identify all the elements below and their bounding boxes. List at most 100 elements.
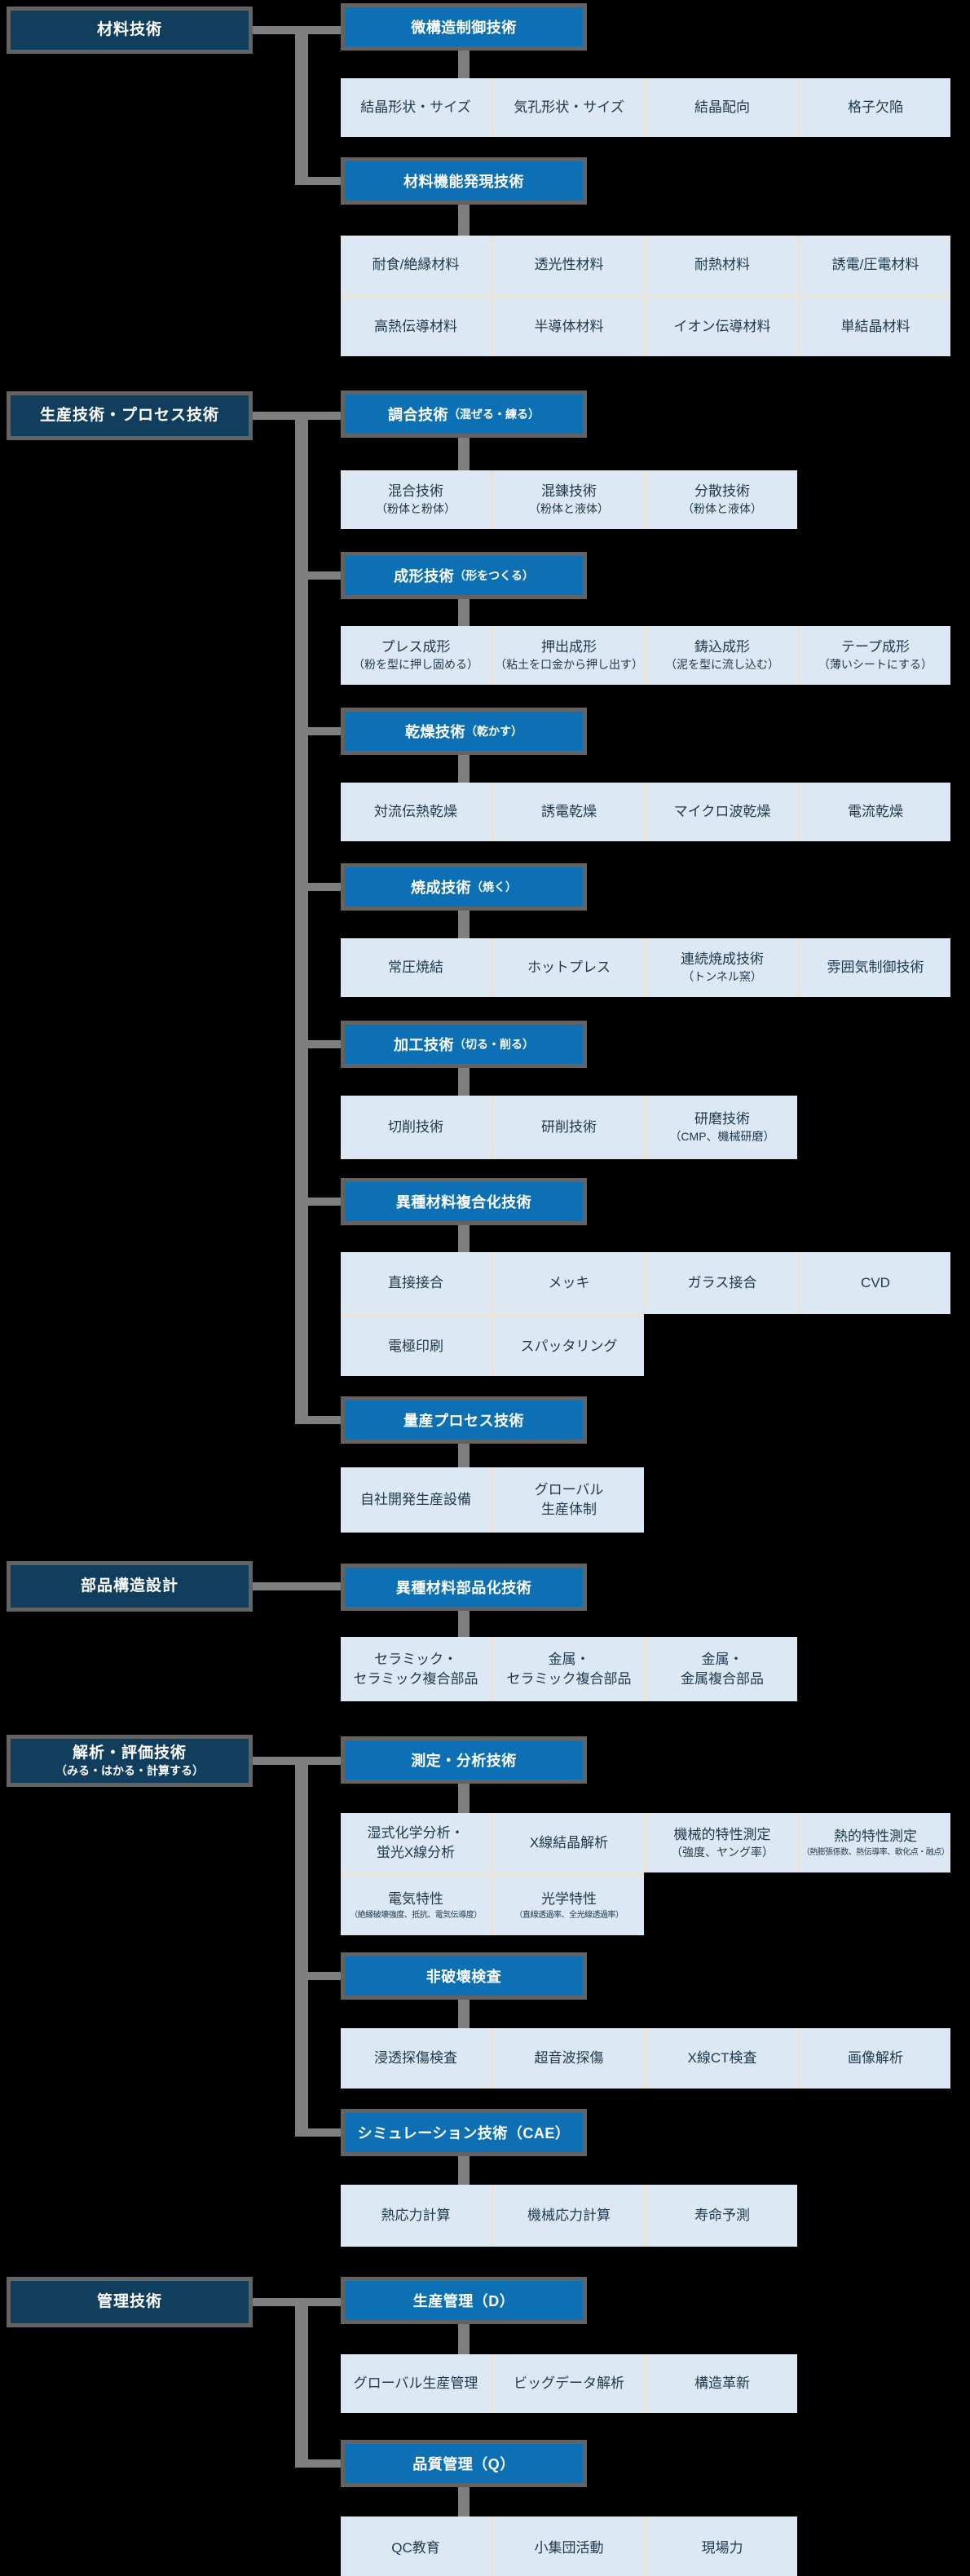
header-label: シミュレーション技術（CAE） (357, 2125, 571, 2142)
item-cell-label: 結晶形状・サイズ (360, 99, 471, 116)
item-cell: 単結晶材料 (800, 298, 950, 356)
item-row: QC教育小集団活動現場力 (341, 2516, 797, 2576)
item-cell: 半導体材料 (494, 298, 644, 356)
item-row: 自社開発生産設備グローバル生産体制 (341, 1467, 644, 1533)
header-label-paren: （焼く） (471, 880, 517, 893)
item-cell: 研磨技術（CMP、機械研磨） (647, 1096, 797, 1159)
item-cell: 電極印刷 (341, 1317, 491, 1376)
connector-header-items (458, 1066, 470, 1102)
item-cell-label: 雰囲気制御技術 (827, 959, 924, 976)
side-box-materials: 材料技術 (7, 7, 253, 54)
item-cell: 誘電/圧電材料 (800, 236, 950, 294)
connector-header-items (458, 203, 470, 242)
item-cell: 光学特性（直線透過率、全光線透過率） (494, 1876, 644, 1935)
item-cell: 機械的特性測定 （強度、ヤング率） (647, 1813, 797, 1872)
item-cell-label: CVD (861, 1275, 890, 1291)
item-cell: 混合技術（粉体と粉体） (341, 470, 491, 529)
header-label-paren: （切る・削る） (454, 1038, 534, 1051)
item-cell-label: （粉体と液体） (682, 502, 762, 516)
connector-header-items (458, 598, 470, 633)
item-row: 耐食/絶縁材料透光性材料耐熱材料誘電/圧電材料 (341, 236, 950, 294)
item-cell: X線CT検査 (647, 2028, 797, 2089)
header-label: 異種材料部品化技術 (395, 1580, 532, 1596)
header-box-mixing: 調合技術（混ぜる・練る） (341, 390, 587, 438)
item-cell-label: 連続焼成技術 (681, 951, 764, 968)
item-cell-label: 自社開発生産設備 (360, 1492, 471, 1508)
item-cell-label: X線結晶解析 (529, 1834, 609, 1850)
item-cell: 常圧焼結 (341, 938, 491, 997)
item-cell-label: （トンネル窯） (682, 970, 762, 984)
item-cell: 浸透探傷検査 (341, 2028, 491, 2089)
item-cell-label: 研磨技術 (694, 1111, 750, 1127)
item-row: 電極印刷スパッタリング (341, 1317, 644, 1376)
connector-stub (295, 1416, 341, 1424)
item-row: 結晶形状・サイズ気孔形状・サイズ結晶配向格子欠陥 (341, 78, 950, 137)
side-box-analysis-evaluation: 解析・評価技術（みる・はかる・計算する） (7, 1735, 253, 1787)
item-cell: 雰囲気制御技術 (800, 938, 950, 997)
item-cell: 誘電乾燥 (494, 783, 644, 841)
header-box-production-management: 生産管理（D） (341, 2277, 587, 2324)
item-cell: 鋳込成形（泥を型に流し込む） (647, 626, 797, 685)
header-label: 品質管理（Q） (412, 2456, 515, 2472)
item-cell-label: グローバル (534, 1482, 604, 1498)
item-cell-label: 金属複合部品 (681, 1670, 764, 1687)
connector-stub (295, 2128, 341, 2137)
item-cell-label: テープ成形 (841, 639, 910, 655)
item-cell-label: 機械的特性測定 (673, 1826, 771, 1842)
item-cell: テープ成形（薄いシートにする） (800, 626, 950, 685)
item-cell-label: 現場力 (701, 2540, 743, 2556)
item-cell: ビッグデータ解析 (494, 2354, 644, 2413)
item-cell-label: セラミック・ (374, 1651, 457, 1667)
item-cell-label: （直線透過率、全光線透過率） (514, 1910, 624, 1920)
item-cell-label: （強度、ヤング率） (671, 1845, 774, 1859)
item-cell: セラミック・セラミック複合部品 (341, 1637, 491, 1701)
item-cell-label: 常圧焼結 (388, 959, 443, 976)
connector-header-items (458, 909, 470, 945)
header-box-firing: 焼成技術（焼く） (341, 863, 587, 911)
item-cell: 金属・セラミック複合部品 (494, 1637, 644, 1701)
item-cell: 現場力 (647, 2516, 797, 2576)
item-row: 熱応力計算機械応力計算寿命予測 (341, 2185, 797, 2247)
header-label: 成形技術 (394, 568, 455, 584)
item-cell-label: セラミック複合部品 (353, 1670, 478, 1687)
item-cell: プレス成形（粉を型に押し固める） (341, 626, 491, 685)
side-box-label: 管理技術 (96, 2293, 162, 2311)
item-cell: 電流乾燥 (800, 783, 950, 841)
side-box-label: 生産技術・プロセス技術 (39, 407, 219, 425)
connector-stub (295, 2459, 341, 2468)
item-cell: 直接接合 (341, 1252, 491, 1314)
item-cell: 構造革新 (647, 2354, 797, 2413)
item-cell: 小集団活動 (494, 2516, 644, 2576)
connector-horizontal (253, 1582, 341, 1590)
header-box-simulation-cae: シミュレーション技術（CAE） (341, 2109, 587, 2156)
item-cell-label: プレス成形 (381, 639, 451, 655)
item-cell: 格子欠陥 (800, 78, 950, 137)
item-cell-label: 格子欠陥 (848, 99, 903, 116)
item-cell-label: （熱膨張係数、熱伝導率、軟化点・融点） (801, 1847, 950, 1857)
item-cell: メッキ (494, 1252, 644, 1314)
item-cell: イオン伝導材料 (647, 298, 797, 356)
item-cell: グローバル生産管理 (341, 2354, 491, 2413)
item-cell: 切削技術 (341, 1096, 491, 1159)
connector-trunk (295, 1757, 308, 2137)
side-box-management: 管理技術 (7, 2277, 253, 2327)
item-cell: スパッタリング (494, 1317, 644, 1376)
header-label-paren: （乾かす） (465, 725, 522, 738)
connector-trunk (295, 412, 308, 1424)
header-box-mass-production-process: 量産プロセス技術 (341, 1396, 587, 1444)
side-box-parts-structure-design: 部品構造設計 (7, 1561, 253, 1612)
item-cell: 機械応力計算 (494, 2185, 644, 2247)
header-label: 異種材料複合化技術 (395, 1194, 532, 1211)
header-box-nondestructive-inspection: 非破壊検査 (341, 1952, 587, 2000)
header-label: 生産管理（D） (412, 2293, 515, 2309)
item-cell-label: 画像解析 (848, 2050, 903, 2067)
item-row: 常圧焼結ホットプレス連続焼成技術（トンネル窯）雰囲気制御技術 (341, 938, 950, 997)
item-cell-label: 直接接合 (388, 1275, 443, 1291)
item-row: 対流伝熱乾燥誘電乾燥マイクロ波乾燥電流乾燥 (341, 783, 950, 841)
header-label: 測定・分析技術 (411, 1753, 517, 1769)
item-cell: 気孔形状・サイズ (494, 78, 644, 137)
item-cell: 画像解析 (800, 2028, 950, 2089)
connector-stub (295, 1040, 341, 1048)
